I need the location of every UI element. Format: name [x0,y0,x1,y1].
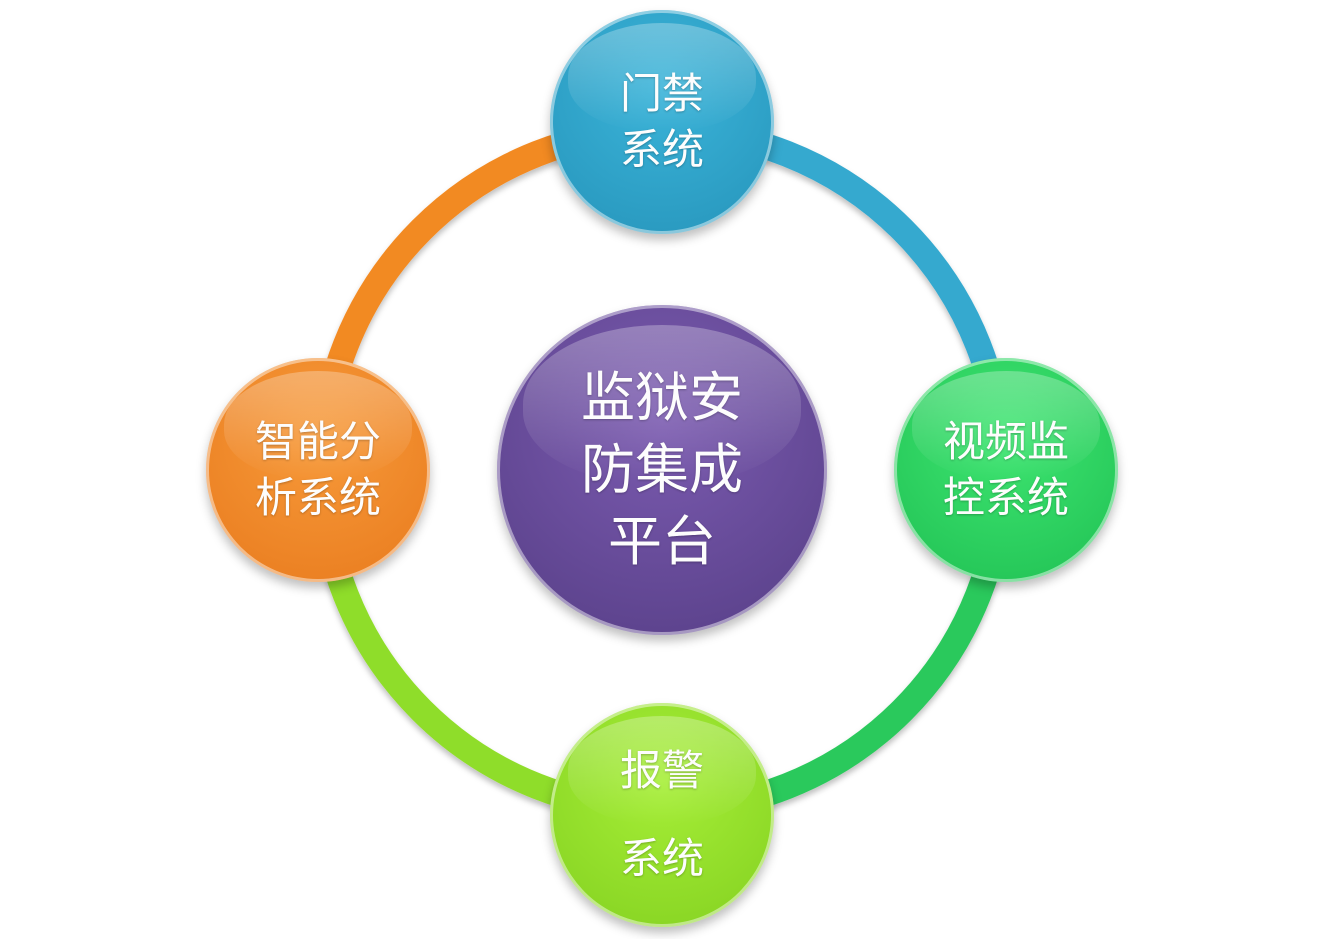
node-video-surveillance: 视频监 控系统 [894,358,1118,582]
center-node-label: 监狱安 防集成 平台 [581,366,743,573]
center-node-prison-security-platform: 监狱安 防集成 平台 [497,305,827,635]
node-access-control: 门禁 系统 [550,10,774,234]
node-label-video-surveillance: 视频监 控系统 [942,417,1069,522]
node-label-access-control: 门禁 系统 [619,69,704,174]
node-alarm: 报警 系统 [550,703,774,927]
node-label-intelligent-analysis: 智能分 析系统 [254,417,381,522]
node-intelligent-analysis: 智能分 析系统 [206,358,430,582]
node-label-alarm: 报警 系统 [619,746,704,883]
